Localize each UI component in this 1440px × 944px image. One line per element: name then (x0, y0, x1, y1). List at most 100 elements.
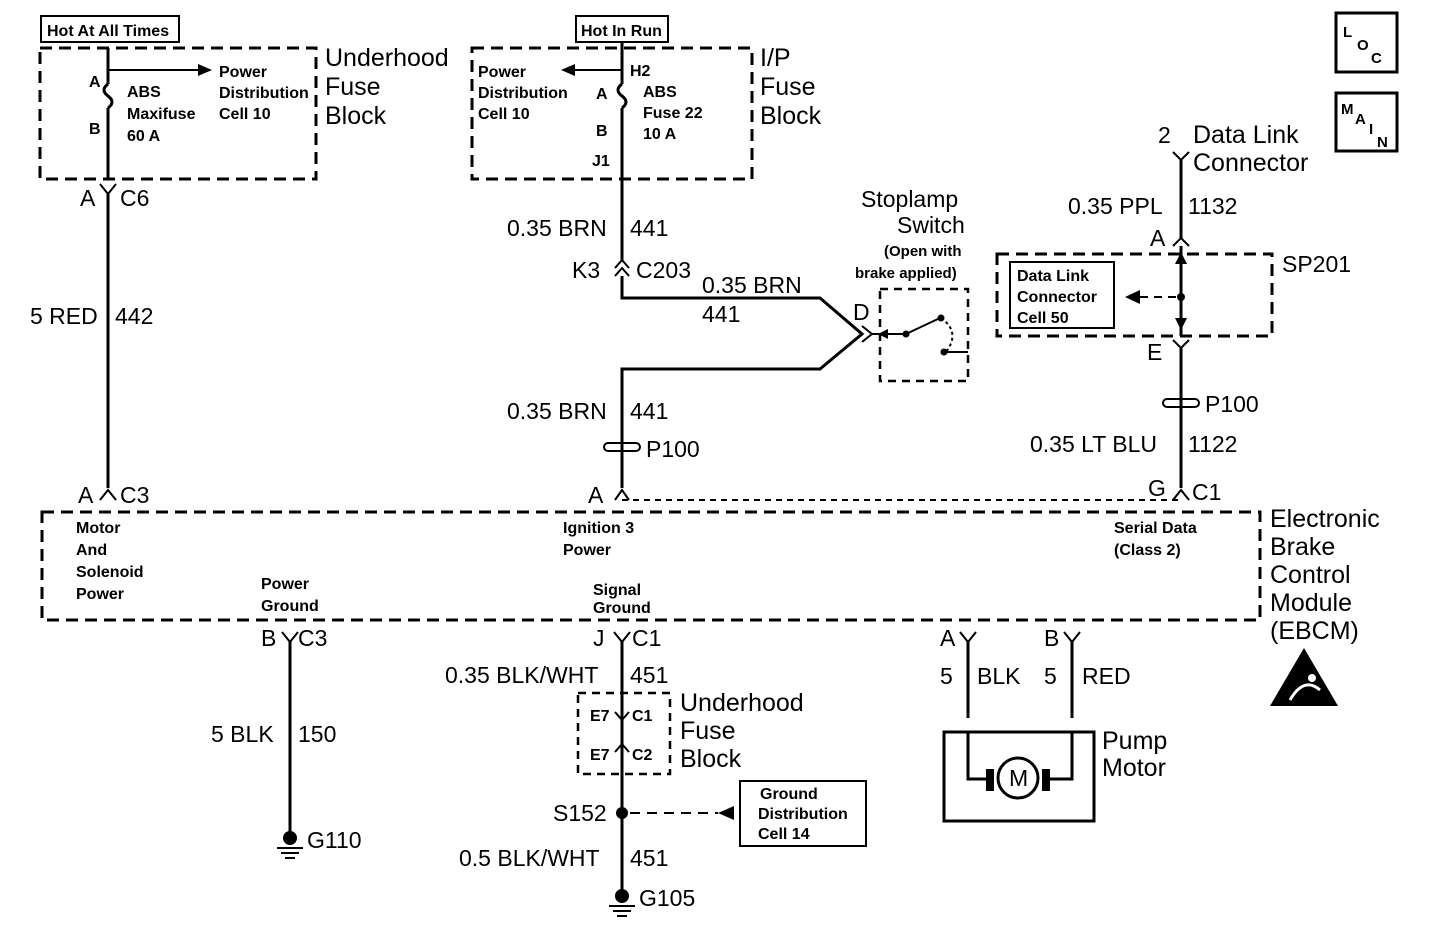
maxifuse-label-2: Maxifuse (127, 106, 196, 123)
sg-pin-label: J (593, 625, 605, 651)
svg-text:Hot At All Times: Hot At All Times (47, 23, 169, 40)
g105-label: G105 (639, 885, 695, 911)
motor-brush-left (986, 769, 994, 791)
sp201-down-arrow-icon (1175, 318, 1187, 330)
ebcm-motor-power-label-3: Solenoid (76, 564, 144, 581)
maxifuse-pin-a: A (89, 74, 101, 91)
dlc-cell-ref: Data Link (1017, 268, 1089, 285)
wire-brn-top-circuit: 441 (630, 215, 668, 241)
dlc-pin-label: 2 (1158, 122, 1171, 148)
pump-motor-label-2: Motor (1102, 754, 1166, 782)
stoplamp-switch-label-2: Switch (897, 212, 965, 238)
svg-text:I: I (1369, 121, 1373, 138)
pump-pin-b-connector (1063, 631, 1081, 644)
abs-fuse-22-symbol (616, 82, 628, 110)
ip-fuse-block-label-3: Block (760, 102, 822, 130)
s152-label: S152 (553, 800, 607, 826)
g110-label: G110 (307, 827, 362, 853)
wire-brn-mid-circuit: 441 (702, 301, 740, 327)
pump-pin-b: B (1044, 625, 1059, 651)
ground-distribution-box (739, 780, 867, 847)
uh-c2-connector (614, 742, 630, 753)
pump-red-gauge: 5 (1044, 663, 1057, 689)
dlc-cell-ref-2: Connector (1017, 289, 1097, 306)
power-distribution-ref-3: Cell 10 (219, 106, 271, 123)
wire-ppl-gauge: 0.35 PPL (1068, 193, 1163, 219)
sg-connector-label: C1 (632, 625, 661, 651)
pump-red-color: RED (1082, 663, 1131, 689)
power-distribution-ref-2: Distribution (219, 85, 309, 102)
pump-motor-box (942, 730, 1096, 823)
arrow-left-icon (561, 64, 575, 76)
sp201-connector-e (1172, 339, 1190, 350)
c3-connector-label: C3 (120, 482, 149, 508)
ground-g110-icon (277, 831, 303, 859)
ebcm-ignition-label: Ignition 3 (563, 520, 634, 537)
ip-fuse-label-2: Fuse 22 (643, 105, 703, 122)
dlc-cell-50-box (1009, 261, 1115, 329)
c6-pin-label: A (80, 185, 96, 211)
uh-bottom-label-2: Fuse (680, 717, 736, 745)
ip-fuse-block-outline (470, 46, 754, 181)
wire-bw-gauge: 0.35 BLK/WHT (445, 662, 598, 688)
hot-at-all-times-tag: Hot At All Times (40, 15, 180, 43)
wire-brn-top-gauge: 0.35 BRN (507, 215, 607, 241)
stoplamp-switch-label: Stoplamp (861, 186, 958, 212)
dlc-cell-ref-3: Cell 50 (1017, 310, 1069, 327)
underhood-fuse-block-label: Underhood (325, 44, 449, 72)
pump-internal-wire-right (1046, 732, 1074, 781)
sp201-connector-a (1172, 236, 1190, 247)
ebcm-label: Electronic (1270, 505, 1380, 533)
ground-distribution-ref-2: Distribution (758, 806, 848, 823)
uh-e7-2: E7 (590, 747, 610, 764)
p100-grommet-right (1162, 398, 1200, 408)
main-icon[interactable]: M A I N (1334, 91, 1399, 153)
stoplamp-note: (Open with (884, 243, 962, 260)
ebcm-label-2: Brake (1270, 533, 1335, 561)
sp201-splice-dot (1177, 293, 1185, 301)
p100-grommet-left (603, 440, 641, 488)
underhood-fuse-block-label-3: Block (325, 102, 387, 130)
ebcm-signal-ground-label: Signal (593, 582, 641, 599)
sp201-ref-arrow-icon (1125, 290, 1140, 304)
pump-internal-wire-left (966, 732, 990, 781)
dlc-connector-symbol (1172, 151, 1190, 162)
pg-connector-label: C3 (298, 625, 327, 651)
pump-pin-a-connector (959, 631, 977, 644)
switch-actuator (940, 317, 954, 353)
ebcm-motor-power-label: Motor (76, 520, 120, 537)
ebcm-label-5: (EBCM) (1270, 617, 1359, 645)
ip-pin-b: B (596, 123, 608, 140)
maxifuse-label: ABS (127, 84, 161, 101)
ebcm-label-3: Control (1270, 561, 1351, 589)
hot-in-run-tag: Hot In Run (575, 15, 669, 43)
wire-brn-low-circuit: 441 (630, 398, 668, 424)
uh-bottom-label-3: Block (680, 745, 742, 773)
svg-text:M: M (1341, 101, 1354, 118)
motor-symbol-icon (996, 756, 1040, 800)
ebcm-motor-power-label-2: And (76, 542, 107, 559)
wire-bw2-circuit: 451 (630, 845, 668, 871)
wire-ppl-circuit: 1132 (1188, 193, 1237, 219)
connector-c6-symbol (99, 183, 117, 196)
wire-0-35-brn-441-loop (620, 276, 865, 440)
ign-pin-label: A (588, 482, 604, 508)
wire-bw2-gauge: 0.5 BLK/WHT (459, 845, 600, 871)
wire-brn-low-gauge: 0.35 BRN (507, 398, 607, 424)
ebcm-signal-ground-label-2: Ground (593, 600, 651, 617)
wire-brn-mid-gauge: 0.35 BRN (702, 272, 802, 298)
pg-pin-label: B (261, 625, 276, 651)
connector-c203-symbol (614, 258, 630, 277)
wire-red-gauge-color: 5 RED (30, 303, 98, 329)
dlc-label: Data Link (1193, 121, 1299, 149)
p100-right-label: P100 (1205, 391, 1259, 417)
stoplamp-note-2: brake applied) (855, 265, 957, 282)
c3-pin-label: A (78, 482, 94, 508)
loc-icon[interactable]: L O C (1334, 11, 1399, 74)
ip-pin-j1: J1 (592, 153, 610, 170)
ip-power-distribution-ref-3: Cell 10 (478, 106, 530, 123)
motor-brush-right (1042, 769, 1050, 791)
pump-blk-color: BLK (977, 663, 1021, 689)
ip-fuse-block-label: I/P (760, 44, 791, 72)
pump-pin-a: A (940, 625, 956, 651)
